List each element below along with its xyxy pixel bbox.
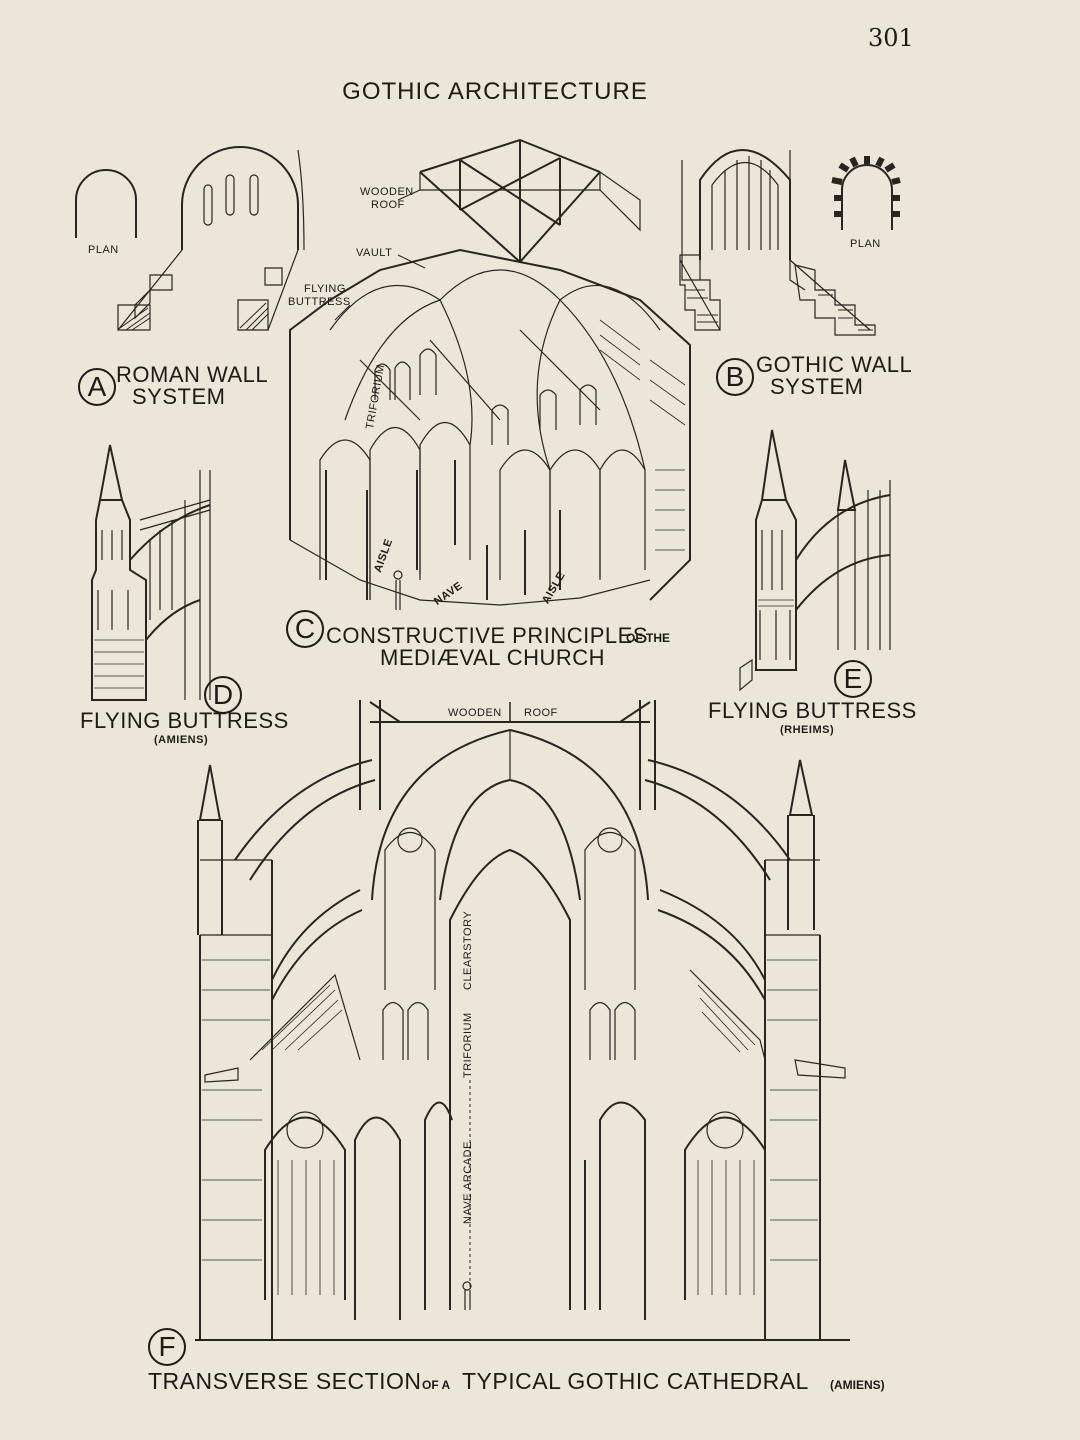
figure-c-letter: C [286, 610, 324, 648]
figure-f-label-roof: ROOF [524, 707, 558, 719]
figure-c-label-vault: VAULT [356, 247, 393, 259]
figure-b-caption-line2: SYSTEM [770, 374, 864, 399]
figure-f-label-triforium: TRIFORIUM [462, 1012, 474, 1078]
figure-a-caption-line2: SYSTEM [132, 384, 226, 409]
figure-b-letter: B [716, 358, 754, 396]
page-title: GOTHIC ARCHITECTURE [342, 78, 648, 105]
figure-e-letter: E [834, 660, 872, 698]
figure-e-subcaption: (RHEIMS) [780, 724, 835, 736]
page-number: 301 [868, 24, 914, 52]
figure-f-drawing [195, 700, 850, 1341]
figure-d-caption: FLYING BUTTRESS [80, 708, 289, 733]
figure-c-label-flying: FLYING [304, 283, 346, 295]
figure-b-plan-label: PLAN [850, 238, 881, 250]
figure-c-caption-line2: MEDIÆVAL CHURCH [380, 645, 606, 670]
figure-f-label-clearstory: CLEARSTORY [462, 910, 474, 990]
figure-a-caption-line1: ROMAN WALL [116, 362, 269, 387]
figure-c-caption-small: OF THE [626, 631, 670, 645]
figure-e-drawing [739, 429, 891, 692]
figure-d-drawing [91, 444, 211, 701]
figure-c-label-roof: ROOF [371, 199, 405, 211]
figure-a-drawing [75, 146, 305, 331]
figure-f-letter: F [148, 1328, 186, 1366]
figure-d-subcaption: (AMIENS) [154, 734, 209, 746]
figure-a-plan-label: PLAN [88, 244, 119, 256]
figure-f-label-wooden: WOODEN [448, 707, 502, 719]
figure-e-caption: FLYING BUTTRESS [708, 698, 917, 723]
figure-f-caption-small1: OF A [422, 1378, 451, 1392]
figure-f-label-nave-arcade: NAVE ARCADE [462, 1141, 474, 1224]
figure-a-letter: A [78, 368, 116, 406]
figure-f-caption-part2: TYPICAL GOTHIC CATHEDRAL [462, 1368, 809, 1394]
figure-b-caption-line1: GOTHIC WALL [756, 352, 913, 377]
figure-c-caption-main: CONSTRUCTIVE PRINCIPLES [326, 623, 648, 648]
figure-c-label-buttress: BUTTRESS [288, 296, 351, 308]
figure-c-label-wooden: WOODEN [360, 186, 414, 198]
figure-c-drawing [289, 138, 691, 610]
figure-f-caption-small2: (AMIENS) [830, 1378, 885, 1392]
figure-f-caption-part1: TRANSVERSE SECTION [148, 1368, 422, 1394]
figure-d-letter: D [204, 676, 242, 714]
figure-b-drawing [679, 149, 901, 336]
